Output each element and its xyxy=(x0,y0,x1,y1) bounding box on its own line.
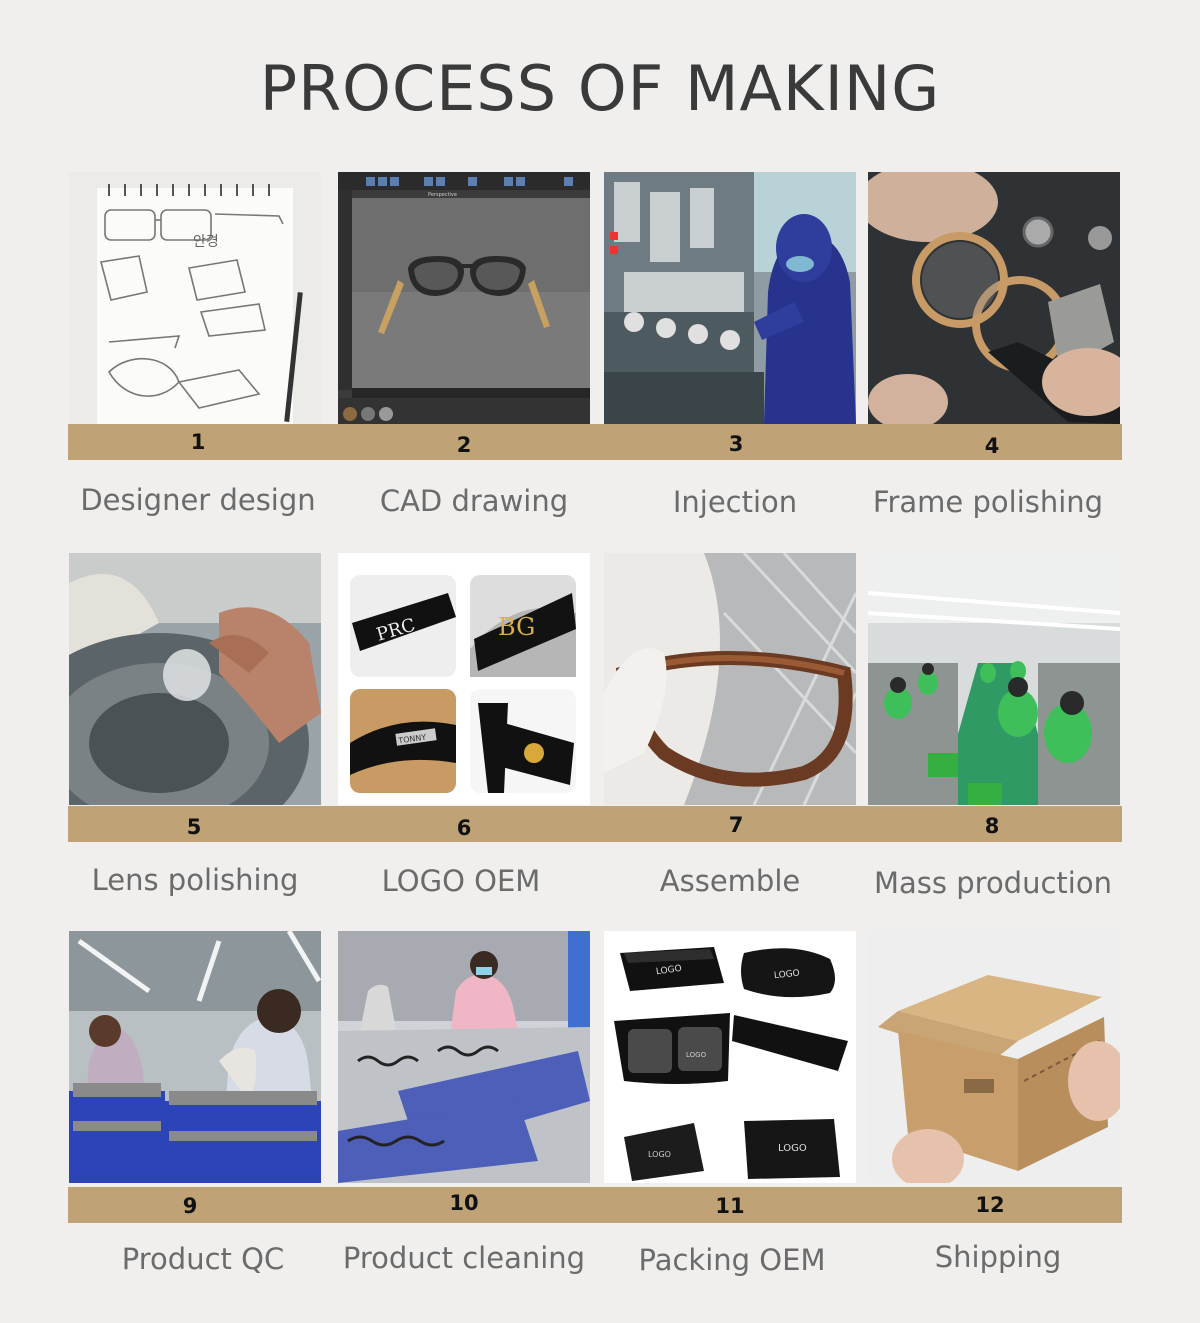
step-number: 7 xyxy=(728,813,744,837)
step-number: 11 xyxy=(715,1194,745,1218)
step-label: Mass production xyxy=(874,866,1112,900)
quality-check-image xyxy=(69,931,321,1183)
step-label: Lens polishing xyxy=(91,863,299,897)
step-label: CAD drawing xyxy=(379,484,569,518)
svg-text:안경: 안경 xyxy=(193,234,219,250)
page-title: PROCESS OF MAKING xyxy=(259,52,941,125)
step-number: 3 xyxy=(728,432,744,456)
step-number: 4 xyxy=(984,434,1000,458)
step-label: Injection xyxy=(672,485,798,519)
production-line-image xyxy=(868,553,1120,805)
logo-sample-bg: BG xyxy=(498,613,535,641)
lens-polishing-image xyxy=(69,553,321,805)
step-bar-row-1 xyxy=(68,424,1122,460)
factory-worker-image xyxy=(604,172,856,424)
cleaning-image xyxy=(338,931,590,1183)
step-number: 10 xyxy=(449,1191,479,1215)
glasses-logo: LOGO xyxy=(686,1051,707,1059)
sketch-image: 안경 xyxy=(69,172,321,424)
logo-sample-tonny: TONNY xyxy=(397,733,427,746)
cloth-logo: LOGO xyxy=(648,1150,671,1159)
step-label: Assemble xyxy=(659,864,801,898)
packing-box-logo: LOGO xyxy=(655,964,682,977)
step-label: Packing OEM xyxy=(638,1243,826,1277)
step-label: LOGO OEM xyxy=(381,864,541,898)
step-number: 12 xyxy=(975,1193,1005,1217)
step-bar-row-2 xyxy=(68,806,1122,842)
step-number: 1 xyxy=(190,430,206,454)
shipping-box-image xyxy=(868,931,1120,1183)
step-label: Designer design xyxy=(80,483,316,517)
assemble-image xyxy=(604,553,856,805)
step-label: Product QC xyxy=(121,1242,285,1276)
cad-screen-image: Perspective xyxy=(338,172,590,424)
cad-viewport-label: Perspective xyxy=(428,192,457,198)
step-number: 2 xyxy=(456,433,472,457)
step-number: 6 xyxy=(456,816,472,840)
logo-temples-image: PRC BG TONNY xyxy=(338,553,590,805)
step-number: 9 xyxy=(182,1194,198,1218)
packing-image: LOGO LOGO LOGO LOGO LOGO xyxy=(604,931,856,1183)
step-number: 5 xyxy=(186,815,202,839)
step-number: 8 xyxy=(984,814,1000,838)
pouch-logo: LOGO xyxy=(778,1143,807,1154)
hard-case-logo: LOGO xyxy=(774,969,801,982)
step-label: Product cleaning xyxy=(342,1241,586,1275)
step-label: Frame polishing xyxy=(872,485,1104,519)
step-label: Shipping xyxy=(934,1240,1062,1274)
frame-polishing-image xyxy=(868,172,1120,424)
step-bar-row-3 xyxy=(68,1187,1122,1223)
